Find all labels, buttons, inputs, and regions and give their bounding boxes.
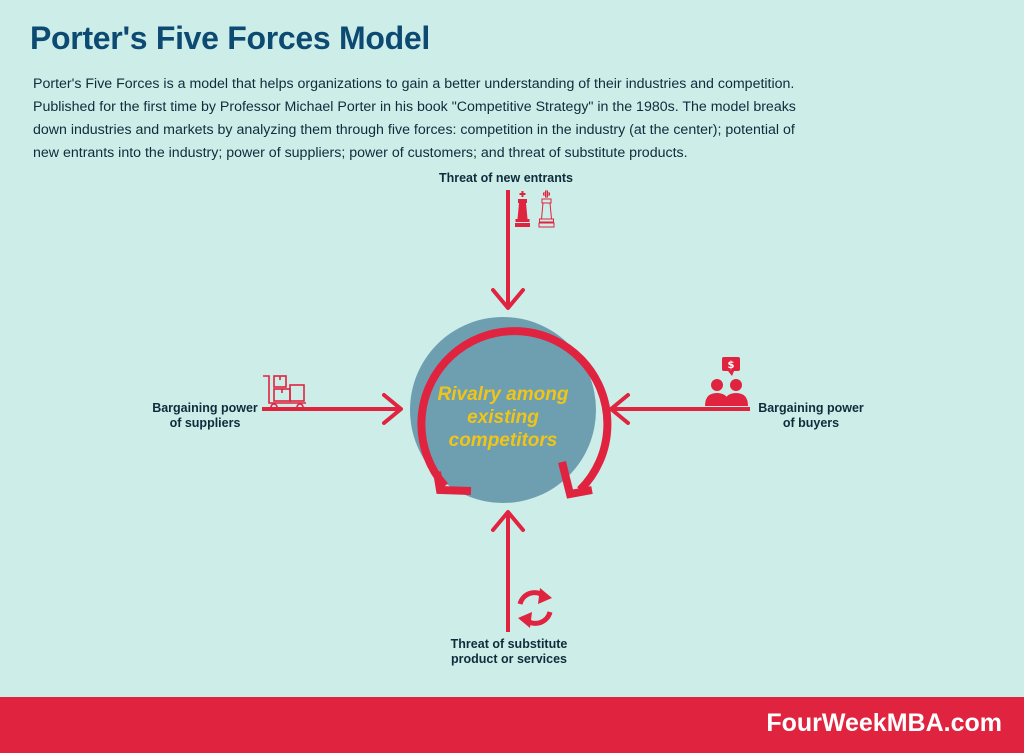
bottom-force-arrow bbox=[491, 510, 525, 632]
center-label-line: Rivalry among bbox=[437, 384, 569, 405]
page-title: Porter's Five Forces Model bbox=[30, 20, 430, 56]
hand-truck-boxes-icon bbox=[263, 375, 306, 411]
supplier-power-label: Bargaining power of suppliers bbox=[130, 401, 280, 431]
top-force-arrow bbox=[491, 190, 525, 310]
center-label-line: existing bbox=[467, 407, 539, 428]
center-rivalry-circle bbox=[410, 317, 612, 503]
chess-pieces-icon bbox=[515, 190, 555, 228]
substitute-cycle-icon bbox=[517, 588, 553, 628]
buyer-power-label: Bargaining power of buyers bbox=[738, 401, 884, 431]
description-paragraph: Porter's Five Forces is a model that hel… bbox=[33, 76, 796, 161]
force-label-line: product or services bbox=[450, 652, 567, 666]
right-force-arrow bbox=[609, 393, 750, 425]
force-label-line: Bargaining power bbox=[758, 401, 864, 415]
threat-new-entrants-label: Threat of new entrants bbox=[416, 171, 596, 186]
center-rivalry-label: Rivalry among existing competitors bbox=[418, 383, 588, 452]
buyers-money-icon: $ bbox=[705, 357, 748, 406]
force-label-line: of suppliers bbox=[169, 416, 241, 430]
brand-wordmark[interactable]: FourWeekMBA.com bbox=[766, 709, 1002, 737]
force-label-line: Threat of new entrants bbox=[438, 171, 574, 185]
force-label-line: Bargaining power bbox=[152, 401, 258, 415]
svg-text:$: $ bbox=[728, 360, 735, 371]
threat-substitutes-label: Threat of substitute product or services bbox=[424, 637, 594, 667]
footer-bar: FourWeekMBA.com bbox=[0, 697, 1024, 753]
force-label-line: of buyers bbox=[782, 416, 840, 430]
force-label-line: Threat of substitute bbox=[450, 637, 568, 651]
left-force-arrow bbox=[262, 393, 403, 425]
center-label-line: competitors bbox=[448, 430, 558, 451]
